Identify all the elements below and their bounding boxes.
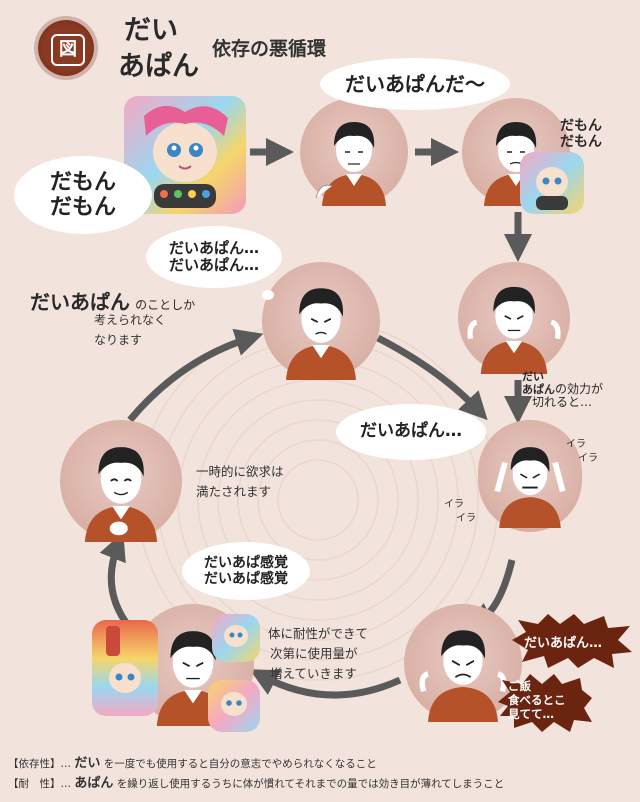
- speech-text: 食べるとこ: [508, 692, 566, 707]
- effect-rest-1: の効力が: [555, 382, 604, 397]
- figure-label: 図: [51, 34, 85, 66]
- plush-doll-image-small-3: [208, 680, 260, 732]
- title-word-line2: あぱん: [118, 51, 199, 82]
- speech-text: だいあぱん…: [168, 238, 259, 257]
- footer-text: を繰り返し使用するうちに体が慣れてそれまでの量では効き目が薄れてしまうこと: [116, 778, 505, 790]
- plush-doll-image-large: [124, 96, 246, 214]
- effect-word-2: あぱん: [522, 383, 555, 397]
- figure-badge: 図: [38, 20, 94, 76]
- footer-text: を一度でも使用すると自分の意志でやめられなくなること: [103, 758, 377, 770]
- speech-bubble-damon-left: だもん だもん: [14, 156, 152, 234]
- only-think-rest-3: なります: [94, 333, 143, 347]
- speech-text: ご飯: [508, 679, 531, 693]
- burst-bubble-top: [512, 614, 632, 668]
- speech-bubble-daiapanda: だいあぱんだ〜: [320, 58, 510, 110]
- speech-text: だいあぱ感覚: [204, 554, 288, 571]
- person-icon: [315, 122, 386, 206]
- speech-text: だもん: [560, 118, 602, 134]
- stage-circle-3: [458, 262, 570, 374]
- footer-prefix: 【依存性】…: [8, 758, 71, 770]
- speech-text: だいあぱ感覚: [204, 571, 288, 587]
- stage-circle-4: [262, 262, 380, 380]
- burst-bubble-bottom: [498, 674, 592, 732]
- speech-text: だもん: [49, 169, 116, 195]
- burst-text-bottom: ご飯 食べるとこ 見てて…: [508, 679, 566, 721]
- person-icon: [419, 630, 507, 722]
- ira-label-2: イラ: [578, 453, 598, 464]
- speech-text: だもん: [49, 195, 116, 220]
- plush-doll-image-small-1: [520, 152, 584, 214]
- effect-rest-2: 切れると…: [532, 395, 593, 410]
- speech-text: だもん: [560, 134, 602, 151]
- ira-label-4: イラ: [456, 513, 476, 524]
- only-think-rest: のことしか: [135, 298, 196, 312]
- ira-label-3: イラ: [444, 499, 464, 510]
- top-arrows: [250, 138, 532, 424]
- satisfied-label-1: 一時的に欲求は: [196, 464, 284, 479]
- effect-label: だい あぱんの効力が 切れると…: [522, 370, 603, 410]
- person-icon: [494, 447, 566, 528]
- title-word-line1: だい: [124, 15, 178, 46]
- damon-label-right: だもん だもん: [560, 118, 602, 150]
- only-think-label: だいあぱん のことしか: [30, 286, 195, 315]
- ira-label-1: イラ: [566, 439, 586, 450]
- effect-word-1: だい: [522, 370, 544, 383]
- speech-bubble-craving: だいあぱん…: [336, 404, 486, 460]
- only-think-rest-2: 考えられなく: [94, 313, 167, 327]
- stage-circle-5: [60, 420, 182, 542]
- footer-prefix: 【耐 性】…: [8, 778, 71, 790]
- speech-text: 見てて…: [508, 706, 554, 721]
- burst-text-top: だいあぱん…: [524, 636, 603, 651]
- speech-text: だいあぱん…: [168, 256, 259, 274]
- plush-doll-image-small-4: [92, 620, 158, 716]
- tolerance-label-2: 次第に使用量が: [270, 646, 358, 661]
- footer-line-dependence: 【依存性】… だい を一度でも使用すると自分の意志でやめられなくなること: [8, 752, 377, 771]
- satisfied-label-2: 満たされます: [196, 484, 272, 499]
- title-suffix: 依存の悪循環: [212, 38, 327, 60]
- stage-circle-6: [478, 420, 582, 532]
- only-think-word: だいあぱん: [30, 290, 130, 314]
- stage-circle-8: [404, 604, 522, 722]
- person-icon: [286, 288, 356, 380]
- speech-text: だいあぱん…: [360, 421, 462, 442]
- thought-dot: [262, 290, 274, 300]
- tolerance-label-1: 体に耐性ができて: [268, 626, 369, 641]
- footer-word: あぱん: [74, 776, 114, 791]
- plush-doll-image-small-2: [212, 614, 260, 662]
- speech-bubble-thinking: だいあぱん… だいあぱん…: [146, 226, 282, 288]
- speech-text: だいあぱんだ〜: [345, 71, 485, 96]
- tolerance-label-3: 増えていきます: [270, 666, 357, 681]
- person-icon: [467, 286, 561, 374]
- person-icon: [84, 447, 158, 542]
- stage-circle-1: [300, 98, 408, 206]
- speech-bubble-sensation: だいあぱ感覚 だいあぱ感覚: [182, 542, 310, 600]
- footer-word: だい: [74, 756, 101, 771]
- footer-line-tolerance: 【耐 性】… あぱん を繰り返し使用するうちに体が慣れてそれまでの量では効き目が…: [8, 772, 504, 791]
